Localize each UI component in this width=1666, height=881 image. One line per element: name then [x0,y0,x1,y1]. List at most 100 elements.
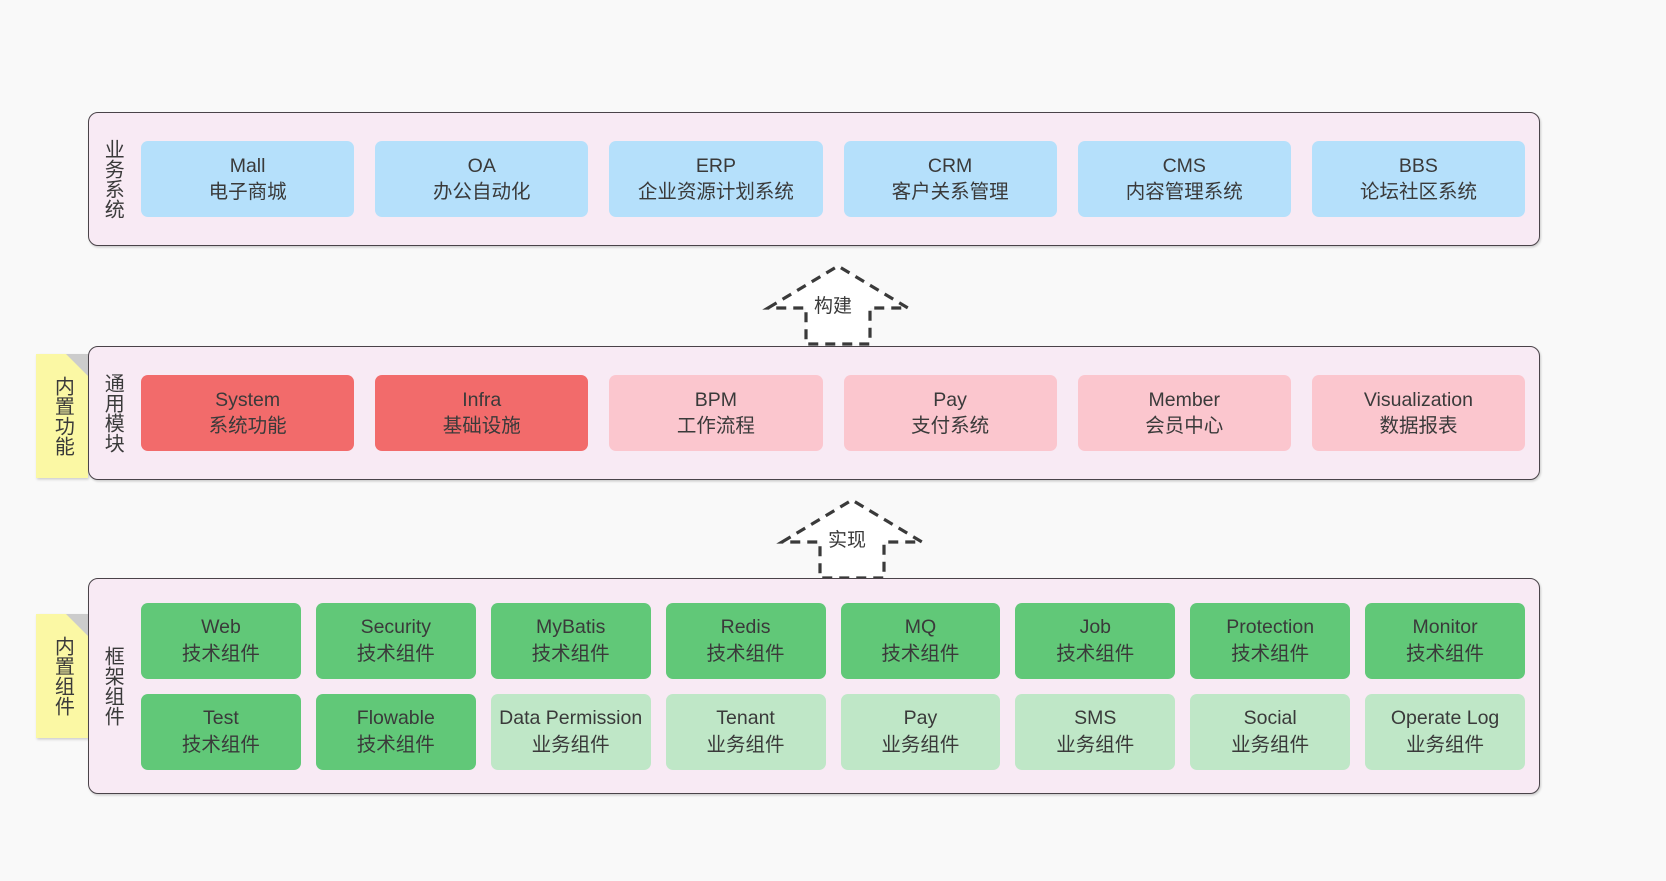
node-name: Pay [903,707,938,730]
node-desc: 支付系统 [911,415,990,437]
node-row: Web 技术组件 Security 技术组件 MyBatis 技术组件 Redi… [141,602,1525,679]
node-member[interactable]: Member 会员中心 [1077,375,1291,451]
node-system[interactable]: System 系统功能 [141,375,355,451]
node-desc: 数据报表 [1379,415,1458,437]
node-row: Test 技术组件 Flowable 技术组件 Data Permission … [141,693,1525,770]
node-operate-log[interactable]: Operate Log 业务组件 [1365,693,1525,770]
node-desc: 业务组件 [1406,733,1485,756]
node-crm[interactable]: CRM 客户关系管理 [843,141,1057,217]
node-name: Web [201,616,241,639]
node-infra[interactable]: Infra 基础设施 [375,375,589,451]
layer-body-framework-component: Web 技术组件 Security 技术组件 MyBatis 技术组件 Redi… [135,579,1539,793]
connector-implement-label: 实现 [828,530,867,551]
node-desc: 技术组件 [356,733,435,756]
node-name: ERP [695,154,736,177]
node-desc: 技术组件 [1231,642,1310,665]
layer-title-business-system: 业务系统 [101,139,124,219]
note-builtin-feature[interactable]: 内置功能 [36,354,88,478]
node-job[interactable]: Job 技术组件 [1015,602,1176,679]
node-oa[interactable]: OA 办公自动化 [375,141,589,217]
node-name: System [215,388,281,411]
node-name: OA [467,154,496,177]
connector-build: 构建 [748,258,938,350]
node-mq[interactable]: MQ 技术组件 [840,602,1001,679]
node-data-permission[interactable]: Data Permission 业务组件 [490,693,651,770]
node-desc: 基础设施 [442,415,521,437]
layer-body-common-module: System 系统功能 Infra 基础设施 BPM 工作流程 Pay 支付系统… [135,347,1539,479]
connector-implement: 实现 [762,492,952,584]
node-bbs[interactable]: BBS 论坛社区系统 [1311,141,1526,217]
node-cms[interactable]: CMS 内容管理系统 [1077,141,1291,217]
node-name: Redis [720,616,771,639]
node-mybatis[interactable]: MyBatis 技术组件 [490,602,651,679]
node-name: CMS [1162,154,1206,177]
node-pay-business[interactable]: Pay 业务组件 [840,693,1001,770]
note-builtin-component-label: 内置组件 [51,636,74,716]
node-desc: 业务组件 [881,733,960,756]
note-builtin-component[interactable]: 内置组件 [36,614,88,738]
layer-title-framework-component: 框架组件 [101,646,124,726]
node-desc: 技术组件 [531,642,610,665]
node-redis[interactable]: Redis 技术组件 [665,602,826,679]
node-name: BBS [1398,154,1438,177]
node-name: Operate Log [1390,707,1500,730]
node-desc: 技术组件 [1406,642,1485,665]
node-desc: 技术组件 [181,642,260,665]
layer-framework-component[interactable]: 框架组件 Web 技术组件 Security 技术组件 MyBatis 技术组件… [88,578,1540,794]
node-mall[interactable]: Mall 电子商城 [141,141,355,217]
node-name: Member [1148,388,1221,411]
node-bpm[interactable]: BPM 工作流程 [609,375,823,451]
node-name: Monitor [1412,616,1478,639]
node-security[interactable]: Security 技术组件 [315,602,476,679]
note-builtin-feature-label: 内置功能 [51,376,74,456]
node-desc: 业务组件 [531,733,610,756]
layer-common-module[interactable]: 通用模块 System 系统功能 Infra 基础设施 BPM 工作流程 Pay [88,346,1540,480]
node-tenant[interactable]: Tenant 业务组件 [665,693,826,770]
node-desc: 技术组件 [1056,642,1135,665]
node-name: MyBatis [536,616,606,639]
node-social[interactable]: Social 业务组件 [1190,693,1351,770]
node-desc: 客户关系管理 [891,181,1009,203]
node-web[interactable]: Web 技术组件 [141,602,301,679]
node-name: MQ [904,616,937,639]
node-protection[interactable]: Protection 技术组件 [1190,602,1351,679]
node-row: System 系统功能 Infra 基础设施 BPM 工作流程 Pay 支付系统… [141,375,1526,451]
node-name: BPM [694,388,738,411]
node-name: Flowable [356,707,435,730]
node-desc: 业务组件 [1056,733,1135,756]
node-name: CRM [927,154,973,177]
node-desc: 业务组件 [1231,733,1310,756]
node-name: Mall [229,154,266,177]
build-arrow-icon [762,264,914,346]
implement-arrow-icon [776,498,928,580]
node-desc: 技术组件 [356,642,435,665]
node-desc: 技术组件 [706,642,785,665]
node-name: Tenant [716,707,775,730]
node-name: SMS [1074,707,1117,730]
layer-body-business-system: Mall 电子商城 OA 办公自动化 ERP 企业资源计划系统 CRM 客户关系… [135,113,1539,245]
node-name: Data Permission [499,707,643,730]
node-desc: 工作流程 [676,415,755,437]
node-erp[interactable]: ERP 企业资源计划系统 [609,141,823,217]
node-row: Mall 电子商城 OA 办公自动化 ERP 企业资源计划系统 CRM 客户关系… [141,141,1526,217]
node-pay[interactable]: Pay 支付系统 [843,375,1057,451]
node-flowable[interactable]: Flowable 技术组件 [315,693,476,770]
node-desc: 论坛社区系统 [1359,181,1477,203]
node-name: Job [1079,616,1112,639]
node-name: Pay [933,388,967,411]
node-desc: 办公自动化 [433,181,531,203]
layer-business-system[interactable]: 业务系统 Mall 电子商城 OA 办公自动化 ERP 企业资源计划系统 CRM [88,112,1540,246]
node-desc: 企业资源计划系统 [637,181,794,203]
node-name: Test [203,707,239,730]
node-desc: 会员中心 [1145,415,1224,437]
node-desc: 系统功能 [208,415,287,437]
node-visualization[interactable]: Visualization 数据报表 [1311,375,1526,451]
node-test[interactable]: Test 技术组件 [141,693,301,770]
connector-build-label: 构建 [814,296,853,317]
node-desc: 电子商城 [208,181,287,203]
node-name: Protection [1226,616,1315,639]
node-monitor[interactable]: Monitor 技术组件 [1365,602,1525,679]
node-sms[interactable]: SMS 业务组件 [1015,693,1176,770]
node-desc: 技术组件 [181,733,260,756]
